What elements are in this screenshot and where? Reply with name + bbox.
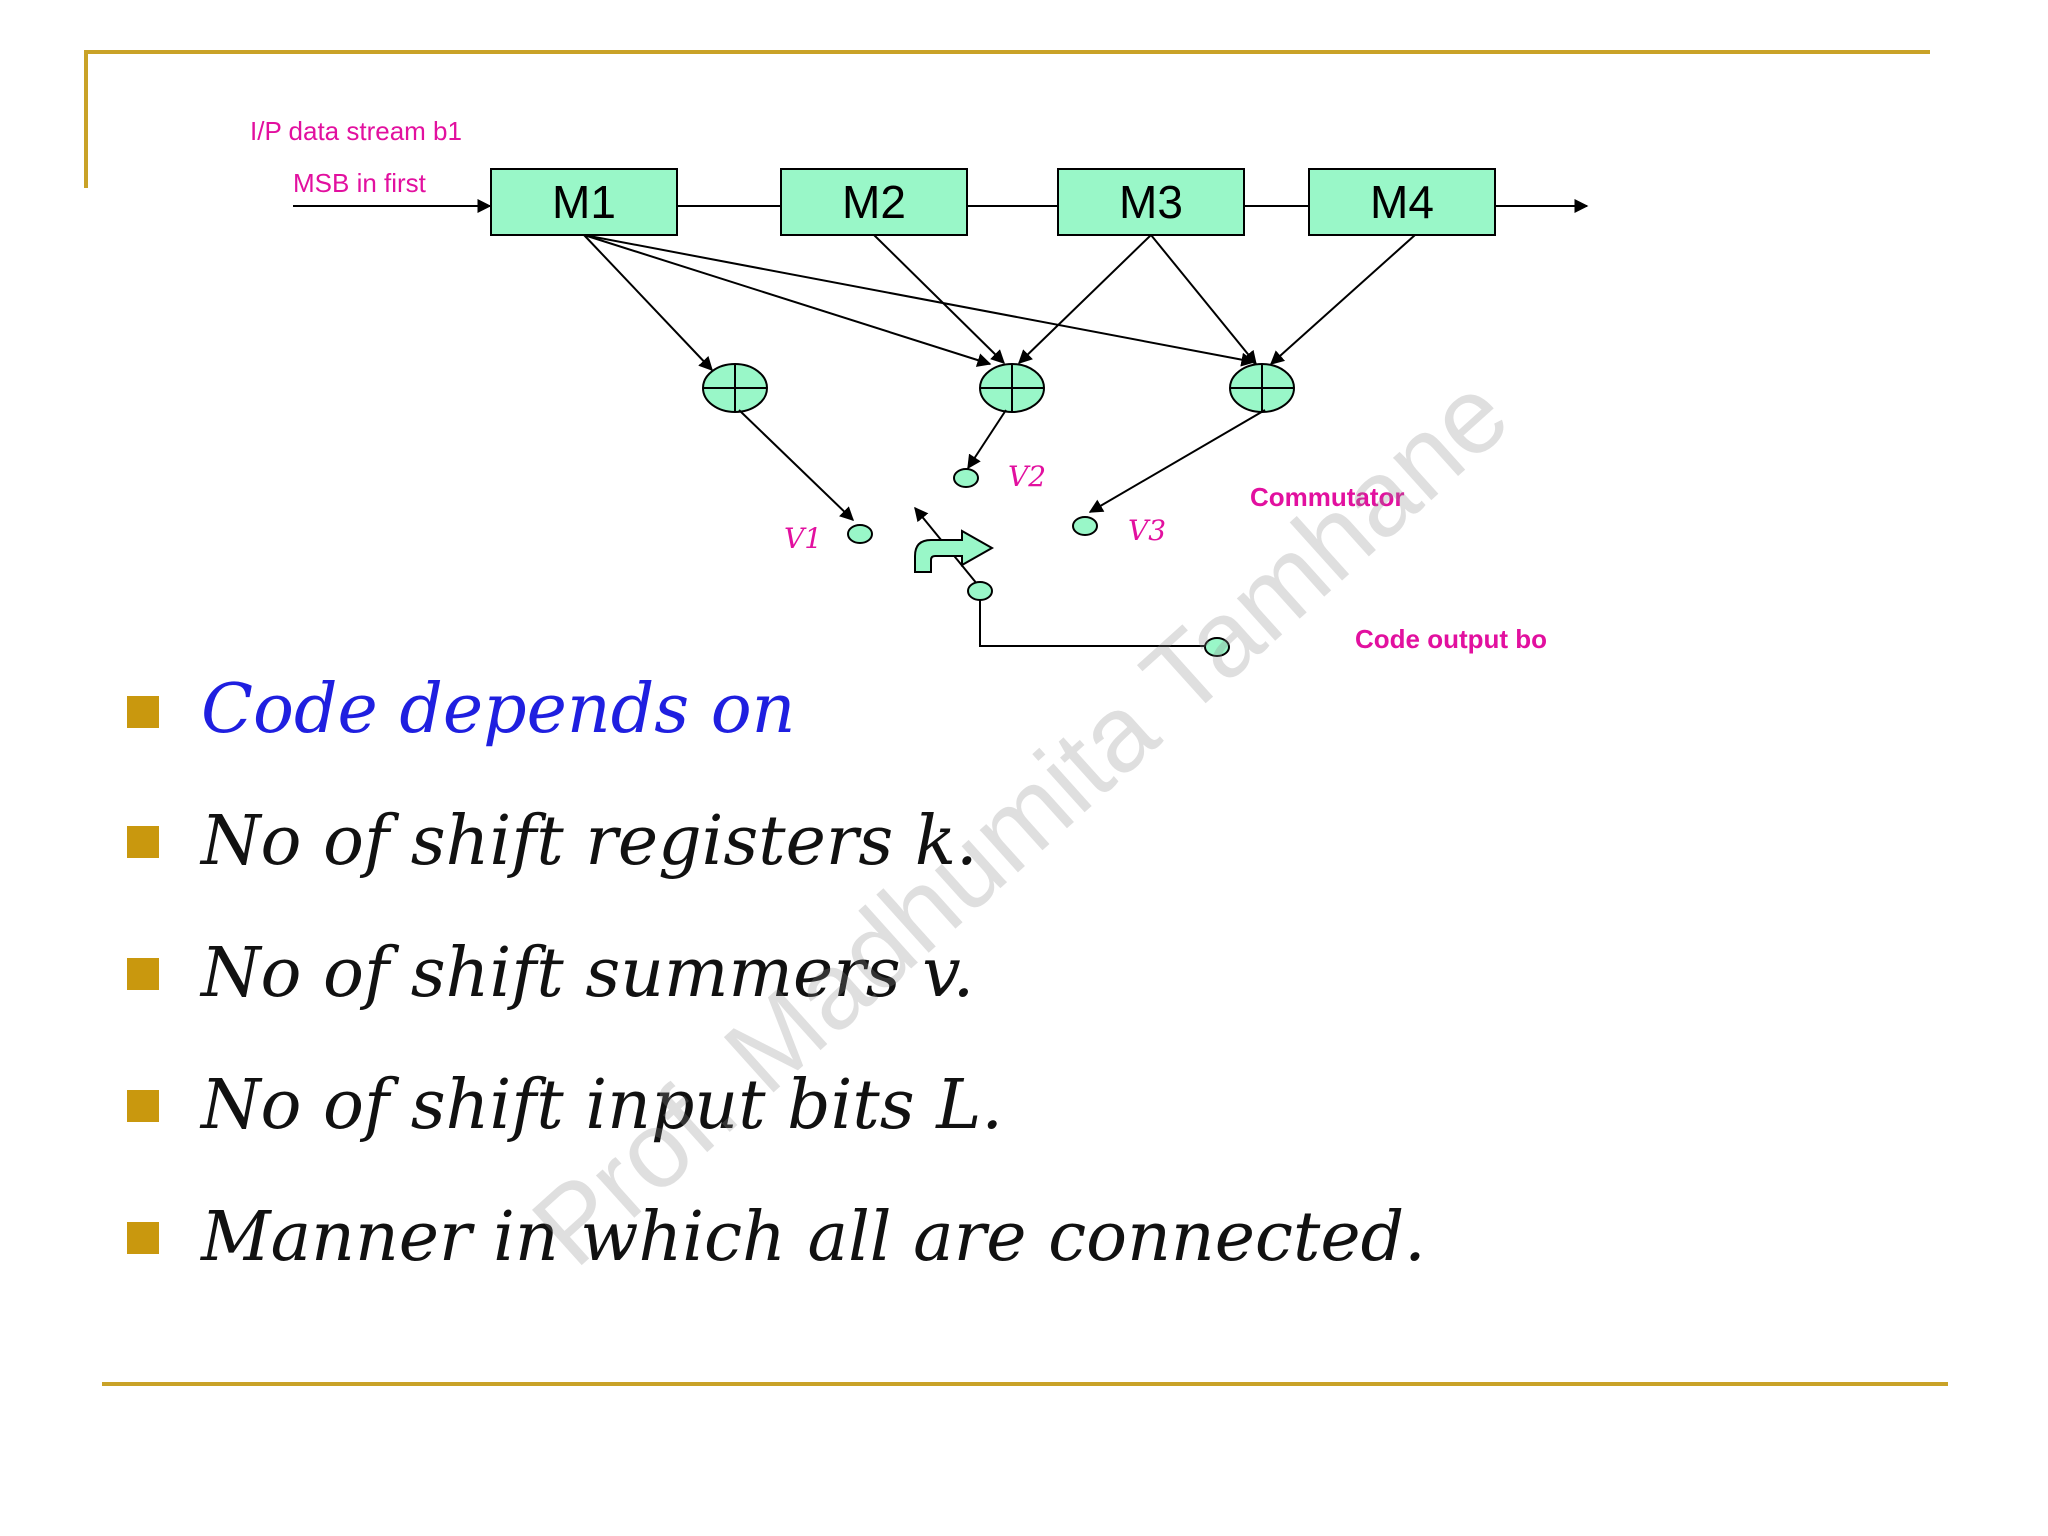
register-m2: M2 xyxy=(780,168,968,236)
bullet-square-icon xyxy=(127,696,159,728)
v3-terminal xyxy=(1072,516,1098,536)
code-output-label: Code output bo xyxy=(1355,624,1547,654)
commutator-label: Commutator xyxy=(1250,482,1405,512)
summer-3-xor-icon xyxy=(1229,363,1295,413)
v2-terminal xyxy=(953,468,979,488)
v1-label: V1 xyxy=(784,522,822,555)
tap-m1-s2 xyxy=(583,234,992,367)
tap-m1-s1 xyxy=(583,234,713,372)
summer-2-xor-icon xyxy=(979,363,1045,413)
register-m3: M3 xyxy=(1057,168,1245,236)
v1-terminal xyxy=(847,524,873,544)
input-label-1: I/P data stream b1 xyxy=(250,116,462,146)
left-rule xyxy=(84,50,88,188)
register-m1: M1 xyxy=(490,168,678,236)
bullet-text: No of shift registers k. xyxy=(201,802,978,881)
commutator-rotation-icon xyxy=(914,529,995,573)
bullet-text: Code depends on xyxy=(201,670,796,749)
summer-3-to-v3 xyxy=(1088,409,1266,513)
bottom-rule xyxy=(102,1382,1948,1386)
bullet-item-2: No of shift registers k. xyxy=(125,792,1925,924)
register-m4: M4 xyxy=(1308,168,1496,236)
bullet-square-icon xyxy=(127,958,159,990)
bullet-item-5: Manner in which all are connected. xyxy=(125,1188,1925,1320)
code-output-line xyxy=(979,600,1206,647)
register-m2-label: M2 xyxy=(842,176,906,228)
tap-m4-s3 xyxy=(1269,234,1416,365)
v3-label: V3 xyxy=(1128,514,1166,547)
v2-label: V2 xyxy=(1008,460,1046,493)
register-m4-label: M4 xyxy=(1370,176,1434,228)
top-rule xyxy=(84,50,1930,54)
bullet-square-icon xyxy=(127,826,159,858)
bullet-item-3: No of shift summers v. xyxy=(125,924,1925,1056)
input-label-2: MSB in first xyxy=(293,168,427,198)
bullet-list: Code depends on No of shift registers k.… xyxy=(125,660,1925,1320)
register-m1-label: M1 xyxy=(552,176,616,228)
summer-1-xor-icon xyxy=(702,363,768,413)
commutator-pivot xyxy=(967,581,993,601)
summer-1-to-v1 xyxy=(738,409,855,521)
bullet-text: No of shift input bits L. xyxy=(201,1066,1004,1145)
bullet-item-4: No of shift input bits L. xyxy=(125,1056,1925,1188)
tap-m2-s2 xyxy=(873,234,1005,364)
bullet-text: No of shift summers v. xyxy=(201,934,975,1013)
bullet-text: Manner in which all are connected. xyxy=(201,1198,1426,1277)
summer-2-to-v2 xyxy=(967,409,1007,470)
register-m3-label: M3 xyxy=(1119,176,1183,228)
bullet-item-1: Code depends on xyxy=(125,660,1925,792)
tap-m3-s2 xyxy=(1017,234,1152,364)
tap-m1-s3 xyxy=(583,234,1256,367)
bullet-square-icon xyxy=(127,1090,159,1122)
tap-m3-s3 xyxy=(1150,234,1257,366)
bullet-square-icon xyxy=(127,1222,159,1254)
convolutional-encoder-diagram: I/P data stream b1 MSB in first M1 M2 M3… xyxy=(250,116,1589,657)
code-output-terminal xyxy=(1204,637,1230,657)
